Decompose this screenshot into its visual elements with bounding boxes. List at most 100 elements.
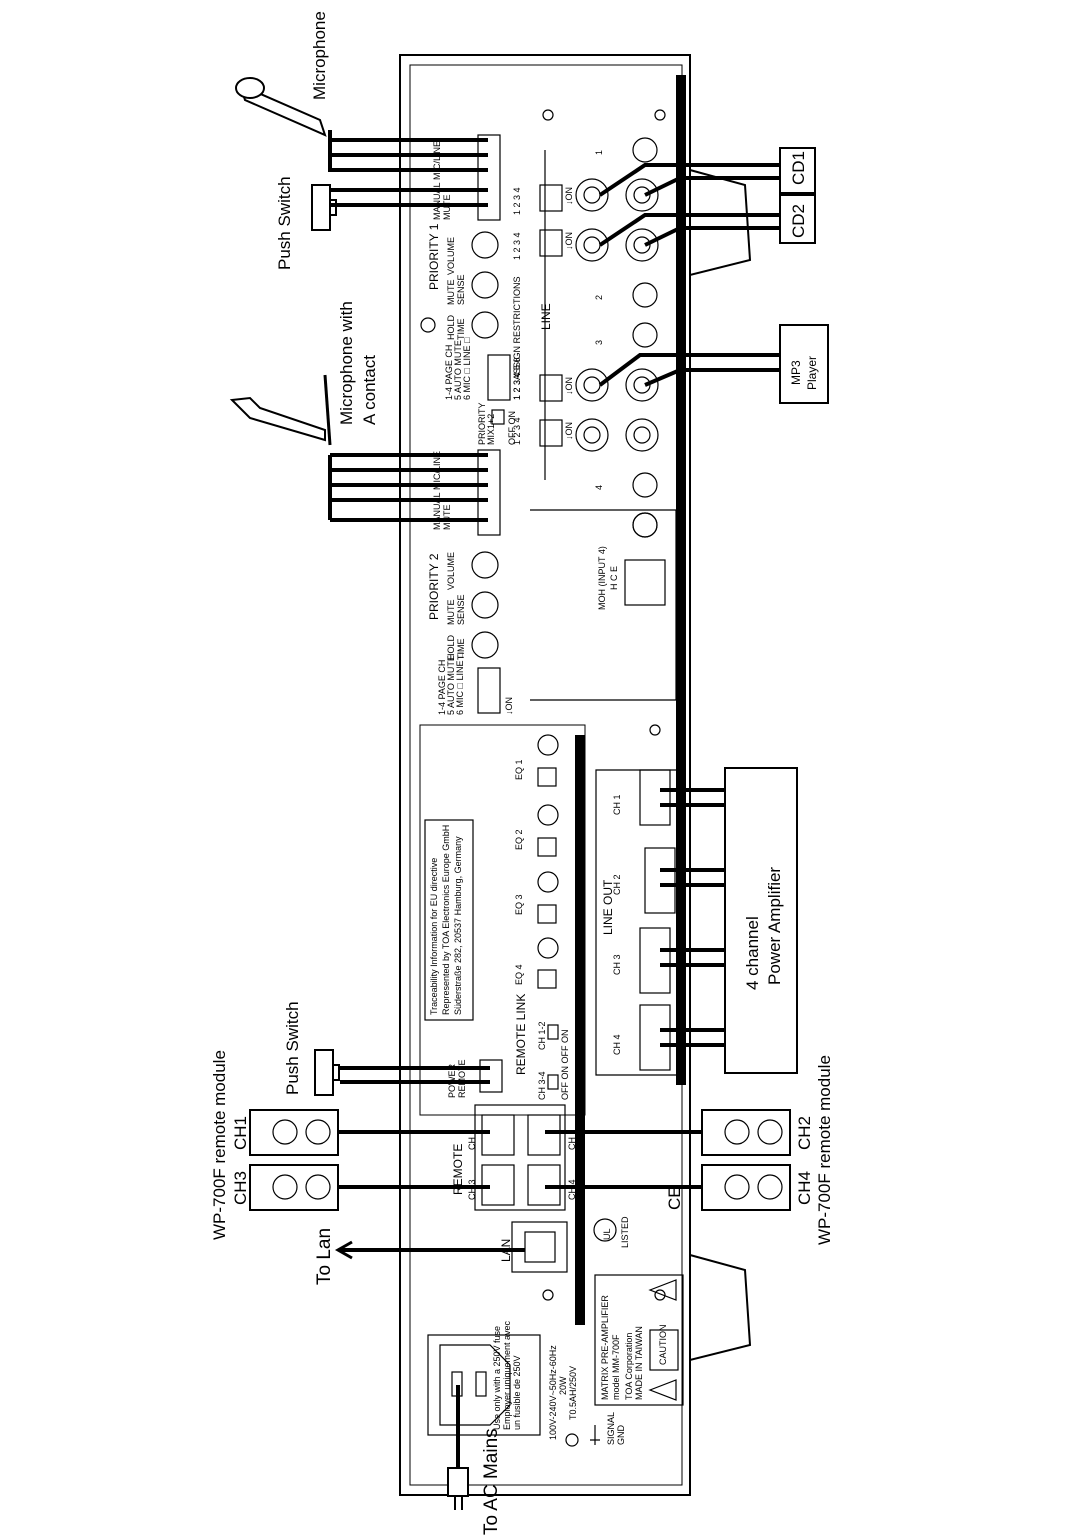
line-out-box — [595, 769, 676, 1076]
hole — [420, 317, 436, 333]
eq4-label: EQ 4 — [514, 964, 524, 985]
ac-plug-icon — [447, 1467, 469, 1497]
hold-time-label-2: TIME — [456, 639, 466, 661]
priority-mix-2: MIX1+2 — [486, 414, 496, 445]
cd1-label: CD1 — [789, 151, 808, 185]
eu-info-1: Traceability Information for EU directiv… — [429, 858, 439, 1015]
out-ch4: CH 4 — [612, 1034, 622, 1055]
signal-gnd-1: SIGNAL — [606, 1412, 616, 1445]
volume-knob — [471, 551, 499, 579]
fuse-note-1: Use only with a 250V fuse — [492, 1326, 502, 1430]
volume-label: VOLUME — [446, 237, 456, 275]
dip-on: ↓ON — [564, 187, 574, 205]
dip-on: ↓ON — [564, 422, 574, 440]
ch4-label: CH4 — [795, 1171, 814, 1205]
priority1-label: PRIORITY 1 — [427, 223, 441, 290]
dip-switch — [539, 184, 563, 212]
eq-rotary — [537, 734, 559, 756]
priority1-terminal — [477, 134, 501, 221]
remote-link-offon: OFF ON OFF ON — [560, 1030, 570, 1101]
mp3-label-1: MP3 — [789, 360, 803, 385]
remote-link-ch12: CH 1-2 — [537, 1021, 547, 1050]
output-terminal-ch4 — [639, 1004, 671, 1071]
model-label-box — [594, 1274, 684, 1406]
input-output-bar — [676, 75, 686, 1085]
remote-link-ch34: CH 3-4 — [537, 1071, 547, 1100]
moh-box — [530, 509, 677, 701]
model-line-1: MATRIX PRE-AMPLIFIER — [600, 1295, 610, 1400]
priority2-label: PRIORITY 2 — [427, 553, 441, 620]
mp3-box — [779, 324, 829, 404]
power-inlet — [439, 1344, 511, 1426]
out-ch2: CH 2 — [612, 874, 622, 895]
ch3-label: CH3 — [231, 1171, 250, 1205]
remote-ch1: CH 1 — [467, 1129, 477, 1150]
remote-ch3: CH 3 — [467, 1179, 477, 1200]
to-ac-mains-label: To AC Mains — [481, 1428, 502, 1535]
moh-hce: H C E — [609, 566, 619, 590]
remote-module-ch2 — [701, 1109, 791, 1156]
wire — [598, 163, 780, 197]
rca-jack — [625, 368, 659, 402]
power-remote-terminal — [479, 1059, 503, 1093]
dip-123456: 1 2 3 4 5 6 — [512, 357, 522, 400]
eq-rotary — [537, 937, 559, 959]
ch1-label: CH1 — [231, 1116, 250, 1150]
amplifier-label-1: 4 channel — [743, 916, 762, 990]
push-switch-icon — [314, 1049, 334, 1096]
remote-label: REMOTE — [451, 1144, 465, 1195]
out-ch1: CH 1 — [612, 794, 622, 815]
cd1-box — [779, 147, 816, 194]
remote-link-switch — [547, 1074, 559, 1090]
ground-icon — [590, 1425, 600, 1445]
push-switch-icon — [311, 184, 331, 231]
model-line-3: TOA Corporation — [624, 1333, 634, 1400]
wires — [328, 130, 780, 1510]
eq2-label: EQ 2 — [514, 829, 524, 850]
push-switch-1: Push Switch — [275, 176, 337, 270]
eq-rotary — [537, 871, 559, 893]
output-terminal-ch3 — [639, 927, 671, 994]
hole — [654, 1289, 666, 1301]
rca-jack — [575, 178, 609, 212]
mute-sense-label-2: SENSE — [456, 594, 466, 625]
page-setting-3: 6 MIC □ LINE □ — [462, 337, 472, 400]
page-dip-switch — [477, 667, 501, 714]
page-setting-1: 1-4 PAGE CH — [444, 345, 454, 400]
fuse-note-3: un fusible de 250V — [512, 1355, 522, 1430]
dip-on: ↓ON — [564, 377, 574, 395]
hole — [542, 109, 554, 121]
amplifier-label-2: Power Amplifier — [765, 867, 784, 985]
moh-terminal — [624, 559, 666, 606]
dip-switch — [539, 419, 563, 447]
mic-line-label: MIC/LINE — [432, 141, 442, 180]
eq-switch — [537, 969, 557, 989]
control-settings-section: CONTROL & SETTINGS Traceability Informat… — [419, 724, 588, 1116]
rca-jack — [575, 368, 609, 402]
rca-jack — [625, 178, 659, 212]
hold-time-label-1: HOLD — [446, 634, 456, 660]
microphone-contact-label-1: Microphone with — [337, 301, 356, 425]
remote-module-ch3 — [249, 1164, 339, 1211]
microphone-1: Microphone — [235, 11, 329, 137]
certification-area: UL LISTED CE MATRIX PRE-AMPLIFIER model … — [593, 1186, 684, 1406]
dip-labels: 1 2 3 4 — [512, 417, 522, 445]
control-settings-bar — [575, 735, 585, 1325]
eq-switch — [537, 767, 557, 787]
ul-listed: LISTED — [620, 1216, 630, 1248]
page-setting-3: 6 MIC □ LINE □ — [455, 652, 465, 715]
priority-mix-1: PRIORITY — [477, 402, 487, 445]
mute-sense-knob — [471, 591, 499, 619]
eq1-label: EQ 1 — [514, 759, 524, 780]
priority1-section: PRIORITY 1 VOLUME MUTE SENSE HOLD TIME M… — [427, 134, 522, 445]
mp3-label-2: Player — [805, 356, 819, 390]
manual-mute-label-2: MUTE — [442, 505, 452, 531]
wire — [598, 213, 780, 247]
output-section: OUTPUT LINE OUT CH 1 CH 2 CH 3 CH 4 — [595, 769, 689, 1076]
ul-mark — [593, 1218, 617, 1242]
output-terminal-ch2 — [644, 847, 676, 914]
mute-sense-knob — [471, 271, 499, 299]
input-number-2: 2 — [594, 295, 604, 300]
power-amplifier-box — [724, 767, 798, 1074]
